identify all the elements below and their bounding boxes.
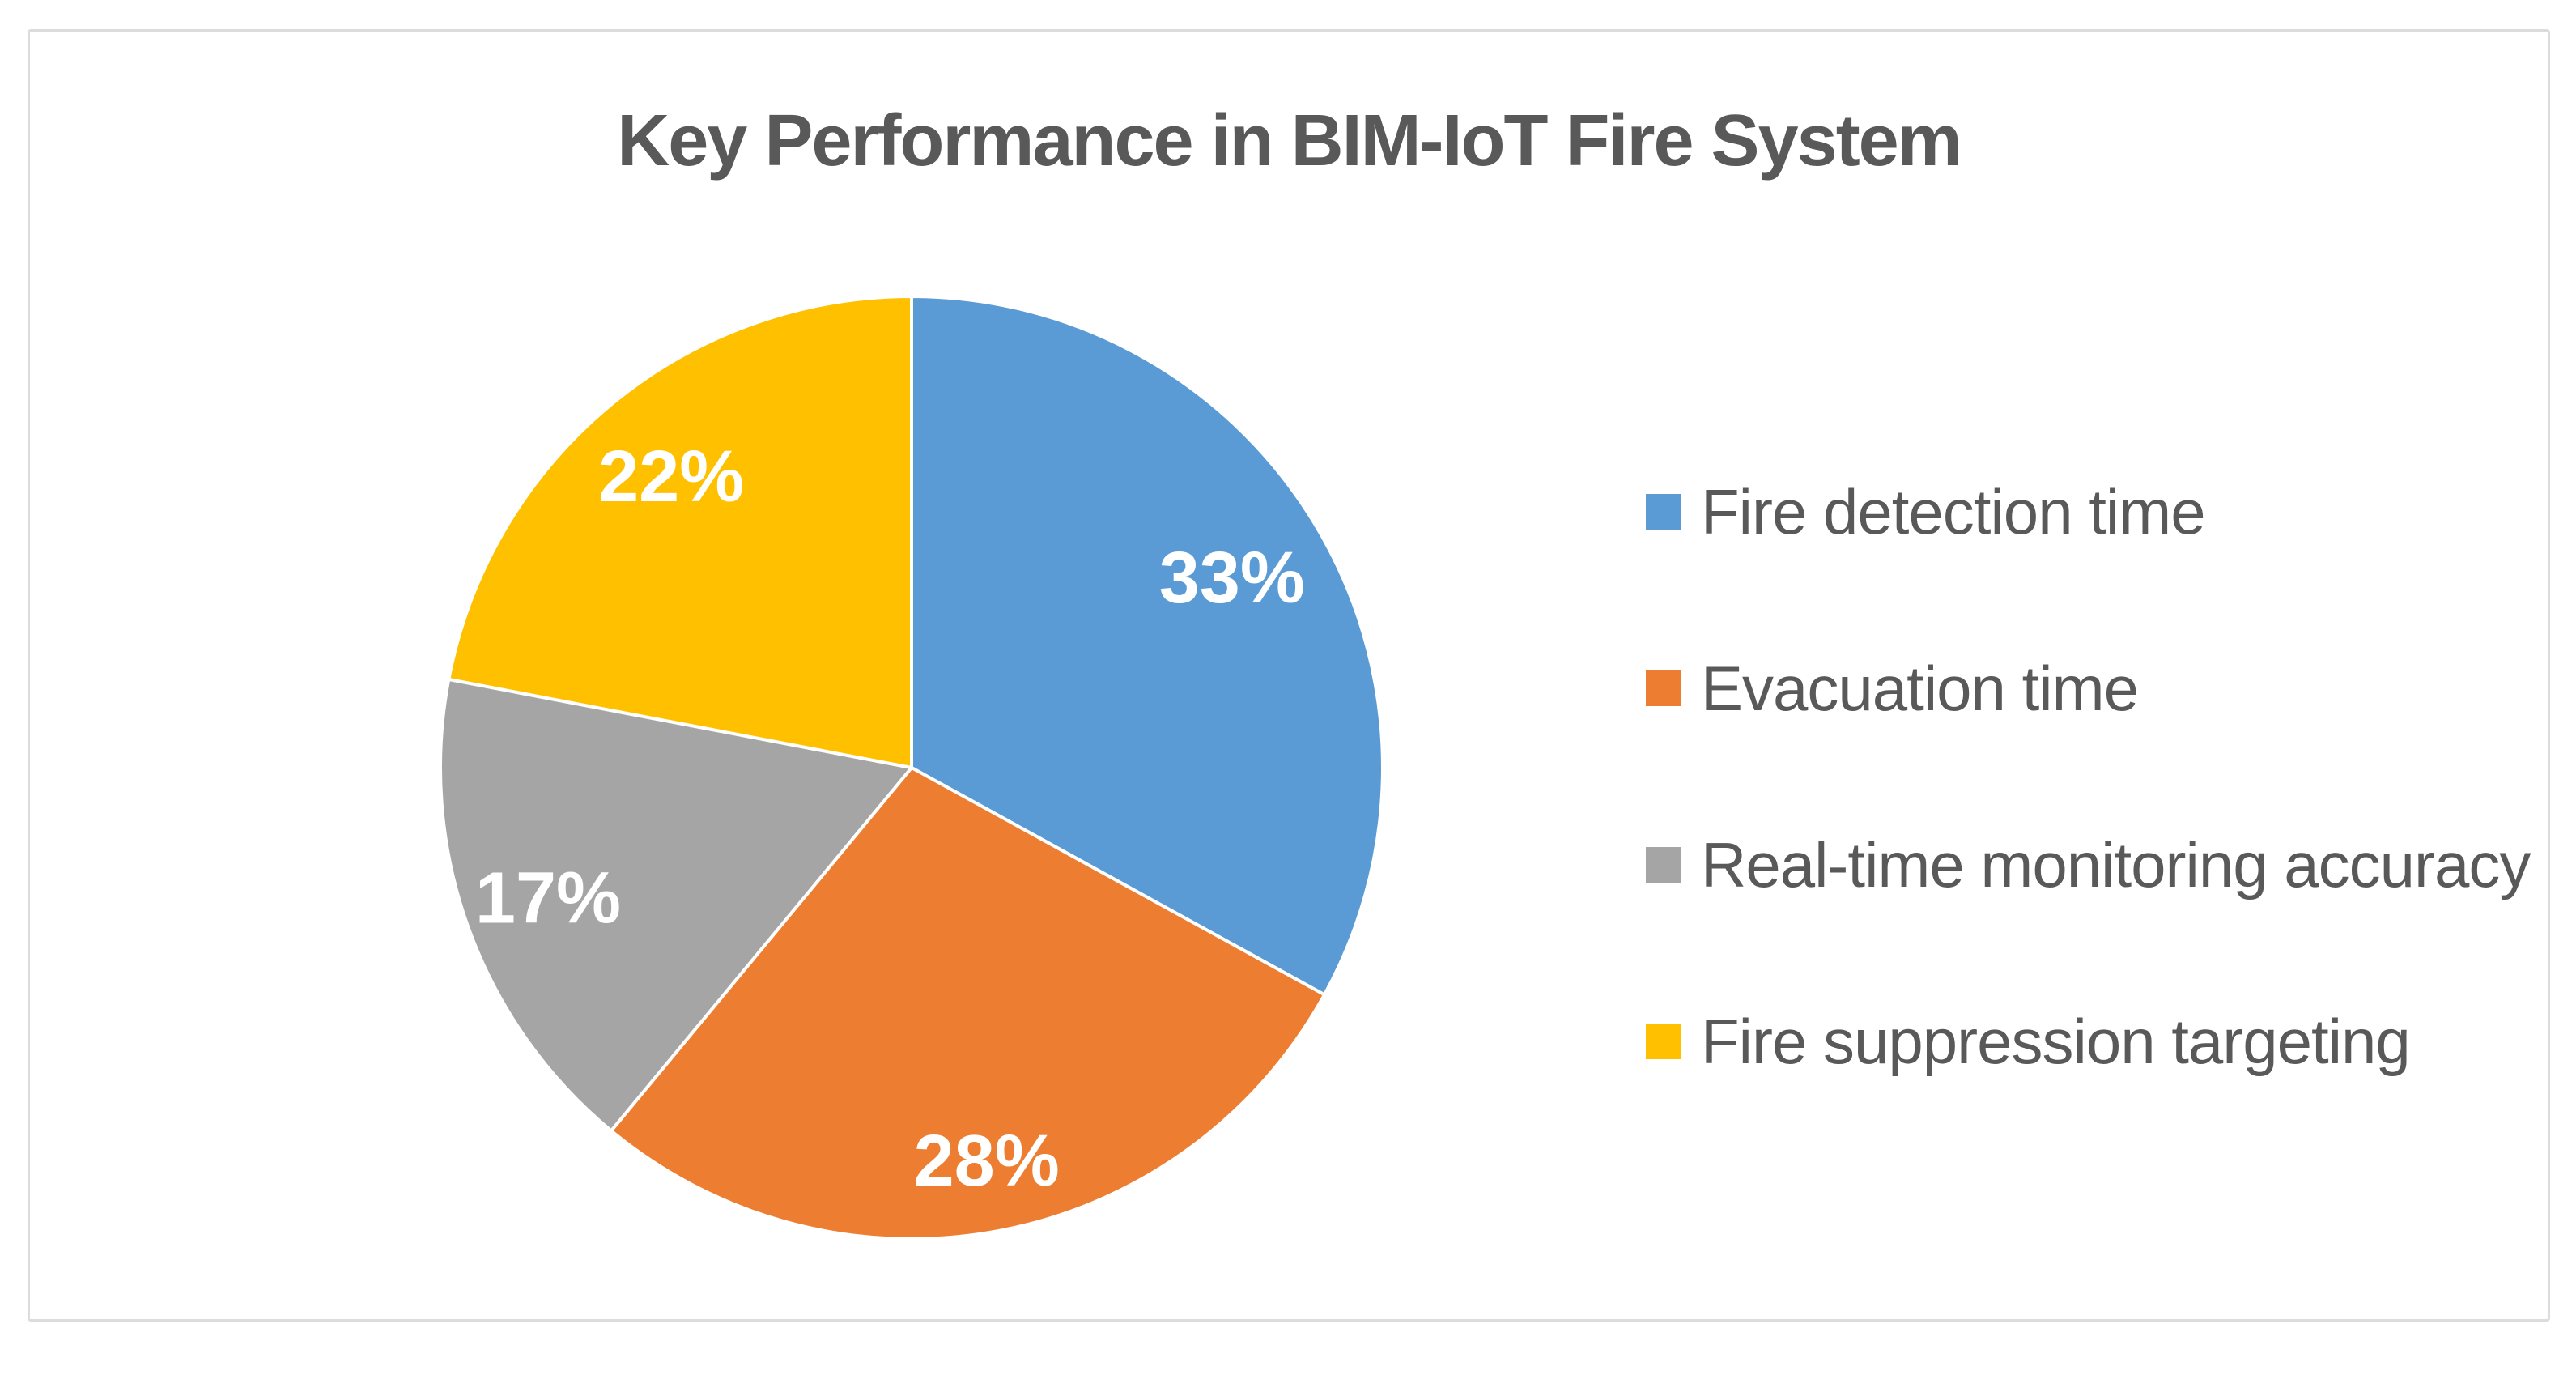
pie-slice-label: 28% <box>914 1121 1060 1202</box>
legend-swatch <box>1646 847 1681 883</box>
legend-label: Fire suppression targeting <box>1701 1005 2411 1077</box>
pie-slice-label: 33% <box>1159 538 1305 619</box>
legend-swatch <box>1646 494 1681 530</box>
pie-slice-label: 17% <box>475 858 621 939</box>
pie-chart: 33% 28% 17% 22% <box>439 295 1384 1241</box>
legend-label: Real-time monitoring accuracy <box>1701 828 2531 900</box>
legend-label: Fire detection time <box>1701 475 2206 547</box>
legend-item: Fire suppression targeting <box>1646 1006 2530 1077</box>
legend-item: Real-time monitoring accuracy <box>1646 829 2531 900</box>
chart-frame: Key Performance in BIM-IoT Fire System 3… <box>28 29 2550 1322</box>
pie-slice-3 <box>439 677 913 1133</box>
pie-slice-4 <box>447 295 913 769</box>
legend-item: Fire detection time <box>1646 476 2530 547</box>
pie-slice-label: 22% <box>598 436 744 517</box>
legend-label: Evacuation time <box>1701 652 2139 724</box>
chart-title: Key Performance in BIM-IoT Fire System <box>617 100 1962 181</box>
legend-item: Evacuation time <box>1646 653 2530 724</box>
pie-slice-1 <box>910 295 1384 997</box>
legend-swatch <box>1646 1024 1681 1059</box>
pie-slice-2 <box>610 766 1326 1241</box>
legend-swatch <box>1646 670 1681 706</box>
